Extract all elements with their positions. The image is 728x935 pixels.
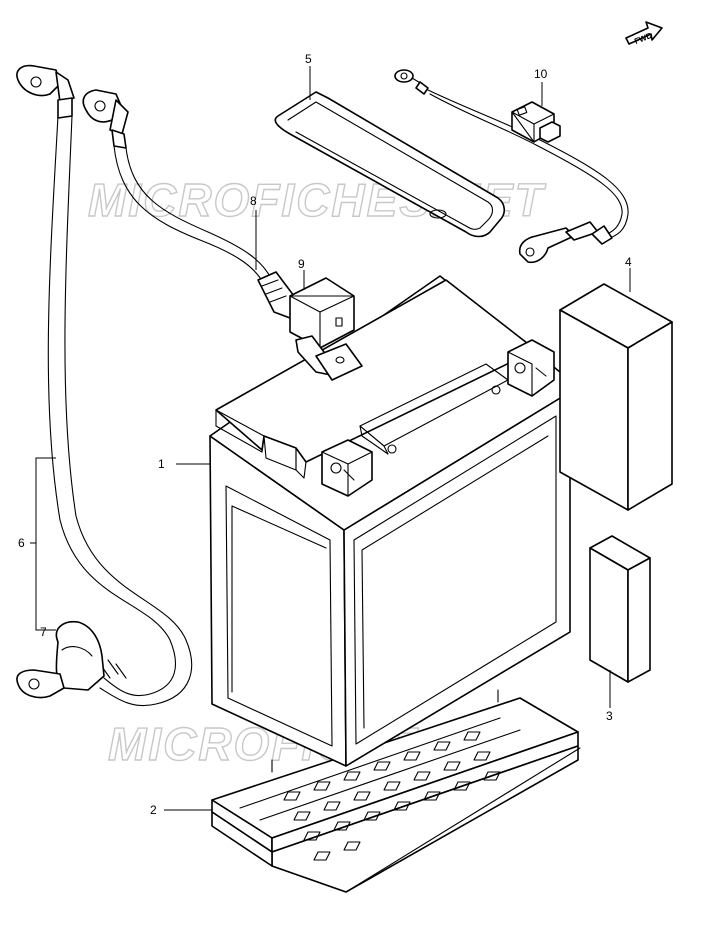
- positive-terminal-bracket: [295, 335, 363, 381]
- leader-lines: [30, 66, 631, 811]
- callout-numbers: 1 2 3 4 5 6 7 8 9 10: [18, 52, 632, 817]
- lead-wire: [394, 69, 629, 264]
- callout-5: 5: [305, 52, 312, 66]
- battery-terminal-positive: [321, 439, 373, 497]
- negative-terminal-cap: [55, 620, 105, 691]
- battery-terminal-negative: [507, 339, 555, 397]
- callout-7: 7: [40, 625, 47, 639]
- callout-8: 8: [250, 194, 257, 208]
- positive-terminal-cap: [289, 277, 355, 349]
- large-pad: [559, 283, 673, 511]
- lead-wire-connector: [511, 101, 561, 143]
- callout-2: 2: [150, 803, 157, 817]
- callout-6: 6: [18, 536, 25, 550]
- callout-3: 3: [606, 709, 613, 723]
- negative-cable: [16, 64, 193, 706]
- callout-10: 10: [534, 67, 548, 81]
- callout-9: 9: [298, 257, 305, 271]
- fwd-arrow-icon: FWD: [625, 21, 663, 46]
- positive-cable: [82, 89, 363, 381]
- small-pad: [589, 535, 651, 683]
- battery-strap: [274, 91, 506, 238]
- battery-tray: [211, 689, 581, 893]
- callout-4: 4: [625, 255, 632, 269]
- battery: [209, 275, 571, 767]
- callout-1: 1: [158, 457, 165, 471]
- tray-slots: [283, 731, 501, 861]
